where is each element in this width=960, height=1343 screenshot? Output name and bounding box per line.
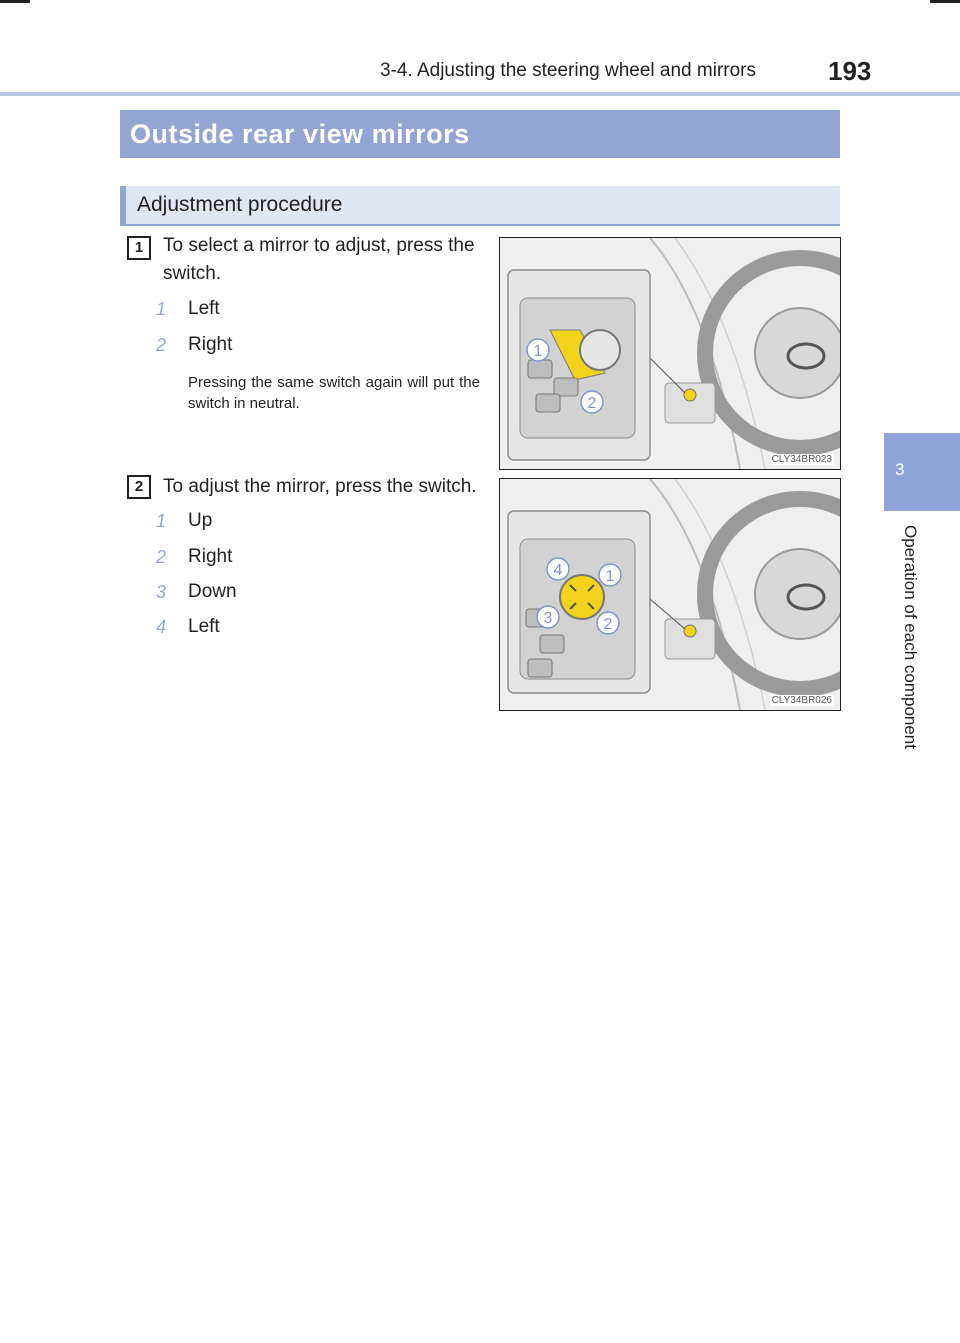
crop-mark-left [0, 0, 30, 3]
step1-note: Pressing the same switch again will put … [188, 374, 480, 412]
step2-item2-num: 2 [156, 547, 167, 567]
figure-code-2: CLY34BR026 [769, 695, 834, 706]
page-number: 193 [828, 56, 872, 86]
step1-item1-label: Left [188, 298, 220, 319]
fig1-callout-2: 2 [588, 395, 597, 412]
step2-item1-label: Up [188, 510, 213, 531]
mirror-adjust-illustration: 4 1 3 2 [500, 479, 840, 710]
step2-item2-label: Right [188, 546, 233, 567]
step-text-1: To select a mirror to adjust, press the … [163, 235, 475, 284]
step2-item4-num: 4 [156, 617, 167, 637]
chapter-title: Operation of each component [901, 525, 920, 749]
subsection-title: Adjustment procedure [120, 186, 840, 226]
mirror-select-illustration: 1 2 [500, 238, 840, 469]
header-rule [0, 92, 960, 96]
step-badge-2: 2 [127, 475, 151, 499]
fig2-callout-1: 1 [606, 568, 615, 585]
step2-item1-num: 1 [156, 511, 167, 531]
header-section-path: 3-4. Adjusting the steering wheel and mi… [380, 60, 756, 81]
step1-item1-num: 1 [156, 299, 167, 319]
chapter-number: 3 [895, 460, 905, 479]
figure-mirror-adjust: 4 1 3 2 CLY34BR026 [499, 478, 841, 711]
step2-item4-label: Left [188, 616, 220, 637]
step2-item3-label: Down [188, 581, 237, 602]
step1-item2-num: 2 [156, 335, 167, 355]
fig2-callout-4: 4 [554, 562, 563, 579]
step-badge-1: 1 [127, 236, 151, 260]
step1-item2-label: Right [188, 334, 233, 355]
figure-code-1: CLY34BR023 [769, 454, 834, 465]
fig2-callout-2: 2 [604, 616, 613, 633]
crop-mark-right [930, 0, 960, 3]
step2-item3-num: 3 [156, 582, 167, 602]
step-text-2: To adjust the mirror, press the switch. [163, 476, 477, 497]
chapter-tab [884, 433, 960, 511]
fig1-callout-1: 1 [534, 343, 543, 360]
section-title: Outside rear view mirrors [120, 110, 840, 158]
fig2-callout-3: 3 [544, 610, 553, 627]
figure-mirror-select: 1 2 CLY34BR023 [499, 237, 841, 470]
